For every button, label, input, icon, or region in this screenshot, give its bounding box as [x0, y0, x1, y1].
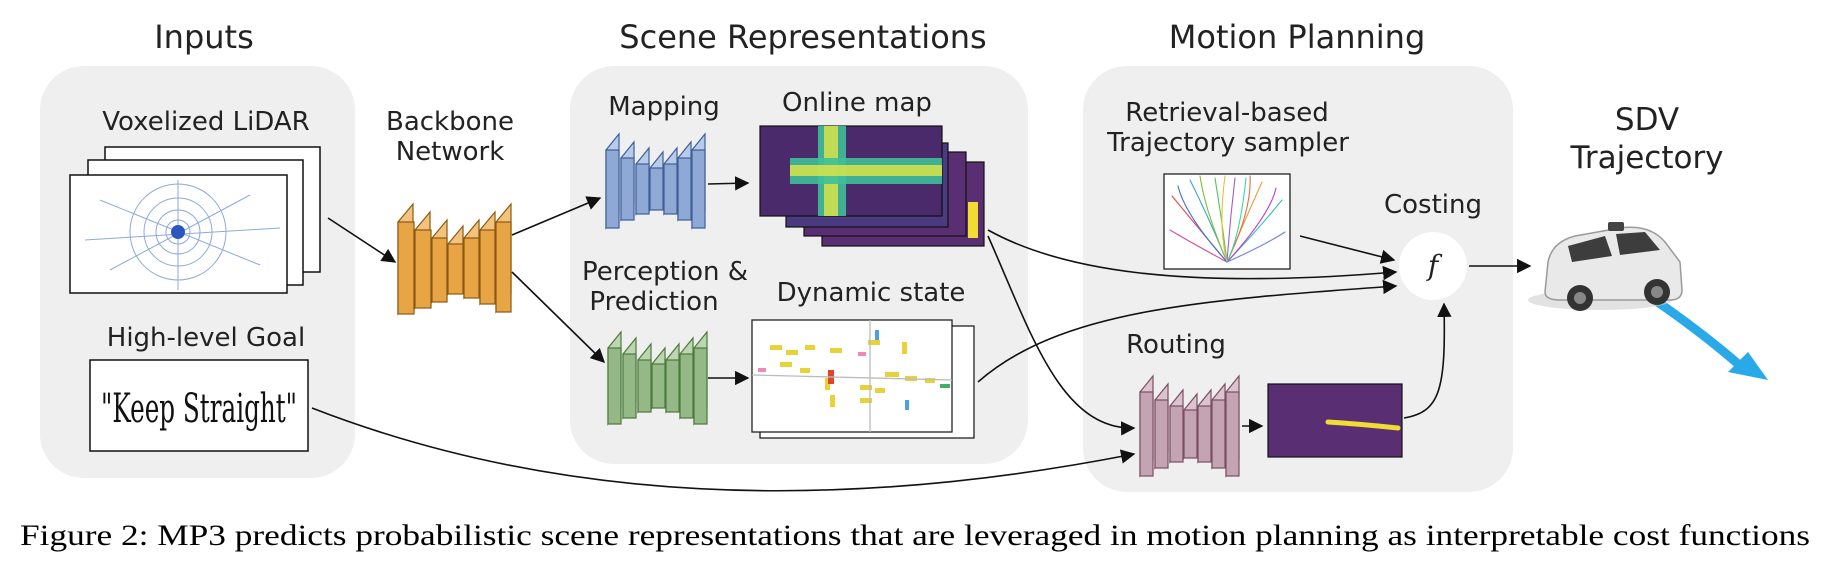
planning-panel — [1083, 66, 1513, 492]
arrow-backbone-to-mapping — [511, 196, 602, 236]
routing-block — [1139, 374, 1240, 478]
sdv-trajectory-arrowhead — [1728, 352, 1768, 380]
arrow-backbone-to-perception — [511, 271, 606, 364]
arrow-lidar-to-backbone — [327, 217, 397, 263]
label-online-map: Online map — [782, 88, 932, 118]
label-high-level-goal: High-level Goal — [107, 323, 305, 353]
section-title-scene: Scene Representations — [619, 18, 986, 56]
goal-command: "Keep Straight" — [101, 386, 297, 432]
online-map-stack — [759, 125, 985, 247]
label-network: Network — [396, 137, 505, 167]
arrow-mapping-to-map — [707, 176, 750, 191]
label-voxelized-lidar: Voxelized LiDAR — [102, 107, 309, 137]
label-trajectory: Trajectory — [1569, 140, 1723, 176]
label-sdv: SDV — [1615, 102, 1679, 138]
arrow-goal-to-routing — [311, 407, 1136, 492]
connectors — [311, 176, 1532, 492]
arrow-map-to-cost — [987, 229, 1398, 281]
section-title-planning: Motion Planning — [1169, 18, 1426, 56]
label-routing: Routing — [1126, 330, 1226, 360]
arrow-dynamic-to-cost — [977, 279, 1398, 383]
arrow-routemap-to-cost — [1403, 302, 1452, 419]
section-title-inputs: Inputs — [154, 18, 254, 56]
label-dynamic-state: Dynamic state — [777, 278, 966, 308]
label-perception: Perception & — [582, 257, 748, 287]
label-retrieval-based: Retrieval-based — [1125, 98, 1328, 128]
mapping-block — [605, 132, 706, 230]
perception-prediction-block — [607, 330, 708, 426]
label-mapping: Mapping — [608, 92, 720, 122]
goal-box — [89, 359, 309, 452]
trajectory-sampler-image — [1163, 173, 1291, 270]
backbone-network-block — [397, 202, 512, 316]
label-costing: Costing — [1384, 190, 1482, 220]
arrow-sampler-to-cost — [1299, 235, 1396, 264]
label-trajectory-sampler: Trajectory sampler — [1106, 128, 1349, 158]
label-prediction: Prediction — [589, 287, 718, 317]
dynamic-state-stack — [751, 319, 975, 439]
arrow-map-to-routing — [987, 235, 1136, 436]
cost-function-node — [1399, 232, 1467, 300]
route-map — [1267, 383, 1403, 458]
sdv-car-icon — [1528, 222, 1683, 311]
lidar-frames — [69, 146, 321, 294]
figure-caption: Figure 2: MP3 predicts probabilistic sce… — [20, 519, 1810, 552]
label-backbone: Backbone — [386, 107, 514, 137]
